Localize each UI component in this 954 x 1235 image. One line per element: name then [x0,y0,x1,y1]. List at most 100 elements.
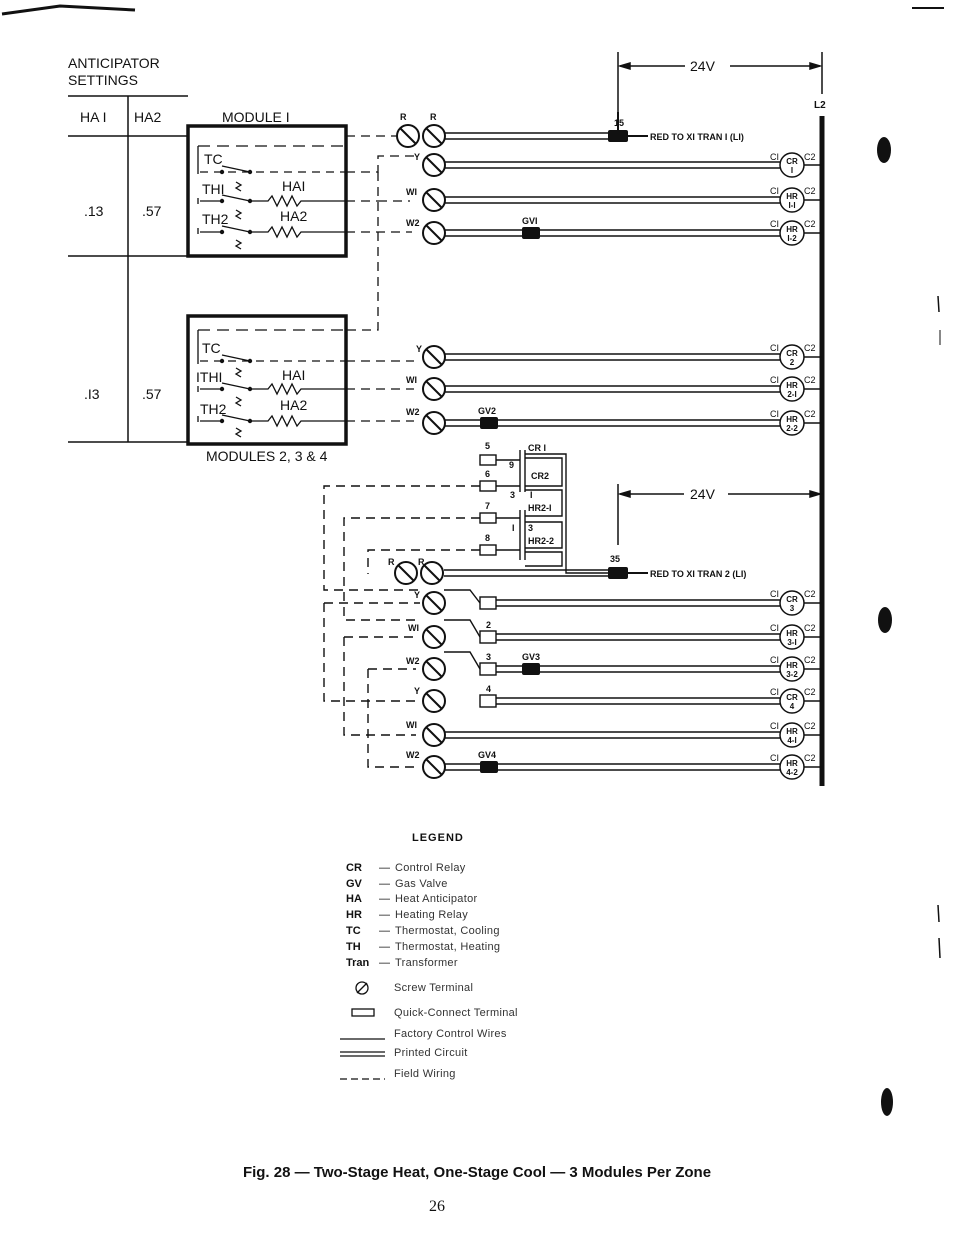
legend-item: HA — Heat Anticipator [0,893,954,907]
label-w1-2: WI [406,375,417,385]
label-w2-4: W2 [406,750,420,760]
anticipator-title-1: ANTICIPATOR [68,55,160,71]
c2-12: C2 [804,753,816,763]
module-1-th2: TH2 [202,211,229,227]
rungs [444,132,822,771]
legend-symbols [340,981,385,1080]
row1-ha2: .57 [142,203,162,219]
label-w1-3: WI [408,623,419,633]
c1-2: CI [770,186,779,196]
col-header-ha2: HA2 [134,109,161,125]
quick-connect-desc: Quick-Connect Terminal [394,1007,518,1019]
n3b: 3 [528,523,533,533]
modules-ha1: HAI [282,367,305,383]
figure-caption: Fig. 28 — Two-Stage Heat, One-Stage Cool… [242,1164,712,1181]
legend-dash: — [379,878,390,890]
power-24v-top [617,52,823,112]
c2-6: C2 [804,409,816,419]
relay-5-top: HR [786,381,798,390]
red-tran2-label: RED TO XI TRAN 2 (LI) [650,569,746,579]
c1-8: CI [770,623,779,633]
label-r2a: R [388,557,395,567]
relay-12-top: HR [786,759,798,768]
relay-10-bot: 4 [790,702,795,711]
n1b: I [512,523,515,533]
gv3-label: GV3 [522,652,540,662]
legend-desc: Gas Valve [395,878,448,890]
legend-abbr: TC [346,925,361,937]
label-y2: Y [416,344,422,354]
legend-item: TC — Thermostat, Cooling [0,925,954,939]
legend-abbr: Tran [346,957,370,969]
hr22-label: HR2-2 [528,536,554,546]
modules-th2: TH2 [200,401,227,417]
c1-5: CI [770,375,779,385]
l2-label: L2 [814,100,826,111]
legend-abbr: TH [346,941,361,953]
contact-labels: 5 6 7 8 9 CR I CR2 HR2-I HR2-2 3 3 I I 2… [485,441,554,694]
gas-valve-labels: GVI GV2 GV3 GV4 [478,216,540,760]
c2-8: C2 [804,623,816,633]
n8: 8 [485,533,490,543]
label-w2-3: W2 [406,656,420,666]
wire-15-label: 15 [614,118,624,128]
legend-abbr: CR [346,862,362,874]
c2-7: C2 [804,589,816,599]
n6: 6 [485,469,490,479]
legend-desc: Transformer [395,957,458,969]
wire-35-label: 35 [610,554,620,564]
module-1-ha1: HAI [282,178,305,194]
col-header-ha1: HA I [80,109,106,125]
gas-valves [480,130,628,773]
v24-mid-label: 24V [690,486,716,502]
legend-desc: Thermostat, Heating [395,941,501,953]
gv2-label: GV2 [478,406,496,416]
relay-9-bot: 3-2 [786,670,798,679]
v24-top-label: 24V [690,58,716,74]
label-w1-4: WI [406,720,417,730]
modules-ha2: HA2 [280,397,307,413]
printed-circuit-desc: Printed Circuit [394,1047,468,1059]
legend-dash: — [379,941,390,953]
module-1-label: MODULE I [222,109,290,125]
relay-11-top: HR [786,727,798,736]
c2-3: C2 [804,219,816,229]
legend-item: HR — Heating Relay [0,909,954,923]
legend-item: CR — Control Relay [0,862,954,876]
factory-wires-desc: Factory Control Wires [394,1028,507,1040]
quick-connect-terminals [479,596,497,708]
c1-12: CI [770,753,779,763]
q2: 2 [486,620,491,630]
relay-8-top: HR [786,629,798,638]
terminal-labels: R R Y WI W2 Y WI W2 R R Y WI W2 Y WI W2 [388,112,437,760]
relay-4-top: CR [786,349,798,358]
relay-1-bot: I [791,166,793,175]
label-w1-1: WI [406,187,417,197]
field-wiring-upper [346,135,414,422]
n3a: 3 [510,490,515,500]
legend-dash: — [379,893,390,905]
module-1-th1: THI [202,181,225,197]
label-r1b: R [430,112,437,122]
screw-terminal-desc: Screw Terminal [394,982,474,994]
label-w2-1: W2 [406,218,420,228]
relay-3-bot: I-2 [787,234,797,243]
legend-abbr: HR [346,909,362,921]
legend-abbr: GV [346,878,362,890]
legend-desc: Heat Anticipator [395,893,478,905]
q3: 3 [486,652,491,662]
modules-th1: ITHI [196,369,222,385]
legend-item: Tran — Transformer [0,957,954,971]
c2-10: C2 [804,687,816,697]
modules-tc: TC [202,340,221,356]
n7: 7 [485,501,490,511]
q4: 4 [486,684,491,694]
anticipator-table: ANTICIPATOR SETTINGS HA I HA2 .13 .57 .I… [68,55,188,443]
c1-11: CI [770,721,779,731]
hr21-label: HR2-I [528,503,552,513]
relay-7-top: CR [786,595,798,604]
relay-contacts [323,450,608,768]
modules-234-box: TC ITHI TH2 HAI HA2 MODULES 2, 3 & 4 [186,314,348,464]
relay-8-bot: 3-I [787,638,796,647]
